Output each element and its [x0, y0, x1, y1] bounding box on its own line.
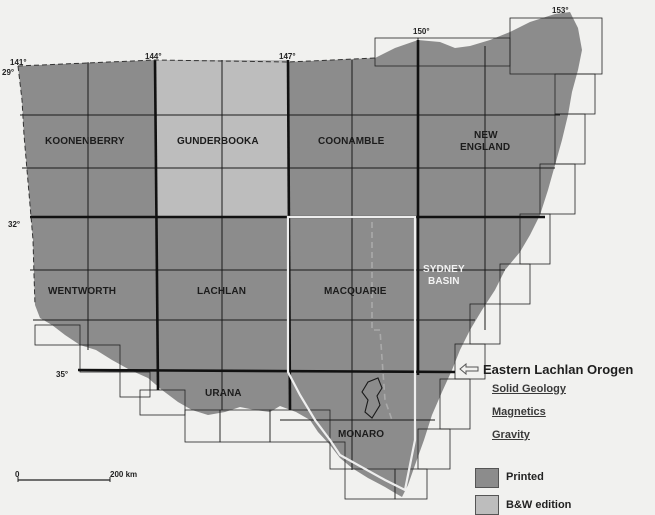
sheet-label-wentworth[interactable]: WENTWORTH	[48, 286, 117, 297]
sheet-label-coonamble[interactable]: COONAMBLE	[318, 136, 385, 147]
bw-edition-label: B&W edition	[506, 499, 572, 511]
coord-lat-29: 29°	[2, 68, 15, 77]
link-gravity[interactable]: Gravity	[492, 429, 530, 441]
sheet-label-lachlan[interactable]: LACHLAN	[197, 286, 247, 297]
sheet-label-sydney-basin-1[interactable]: SYDNEY	[423, 264, 465, 275]
scale-distance-label: 200 km	[110, 470, 138, 479]
lake-outline	[361, 377, 383, 419]
coord-lat-35: 35°	[56, 370, 69, 379]
coord-lon-141: 141°	[10, 58, 27, 67]
coord-lon-153: 153°	[552, 6, 569, 15]
sheet-label-new-england-2[interactable]: ENGLAND	[460, 142, 511, 153]
printed-label: Printed	[506, 471, 544, 483]
arrow-left-icon	[459, 363, 479, 375]
state-border-west	[17, 65, 36, 306]
coord-lat-32: 32°	[8, 220, 21, 229]
sheet-label-sydney-basin-2[interactable]: BASIN	[428, 276, 460, 287]
sheet-label-gunderbooka[interactable]: GUNDERBOOKA	[177, 136, 259, 147]
sheet-label-koonenberry[interactable]: KOONENBERRY	[45, 136, 125, 147]
state-border-dashed	[17, 57, 376, 67]
scale-zero-label: 0	[15, 470, 20, 479]
sheet-label-macquarie[interactable]: MACQUARIE	[324, 286, 387, 297]
coord-lon-150: 150°	[413, 27, 430, 36]
eastern-lachlan-orogen-outline[interactable]	[286, 215, 417, 492]
sheet-label-urana[interactable]: URANA	[205, 388, 242, 399]
sheet-label-monaro[interactable]: MONARO	[338, 429, 385, 440]
coord-lon-144: 144°	[145, 52, 162, 61]
nsw-state-shape	[18, 12, 582, 497]
link-magnetics[interactable]: Magnetics	[492, 406, 546, 418]
legend-title: Eastern Lachlan Orogen	[483, 362, 634, 377]
sheet-label-new-england-1[interactable]: NEW	[474, 130, 498, 141]
coord-lon-147: 147°	[279, 52, 296, 61]
link-solid-geology[interactable]: Solid Geology	[492, 383, 566, 395]
printed-swatch	[475, 468, 499, 488]
bw-edition-swatch	[475, 495, 499, 515]
dashed-feature-line	[371, 222, 393, 421]
